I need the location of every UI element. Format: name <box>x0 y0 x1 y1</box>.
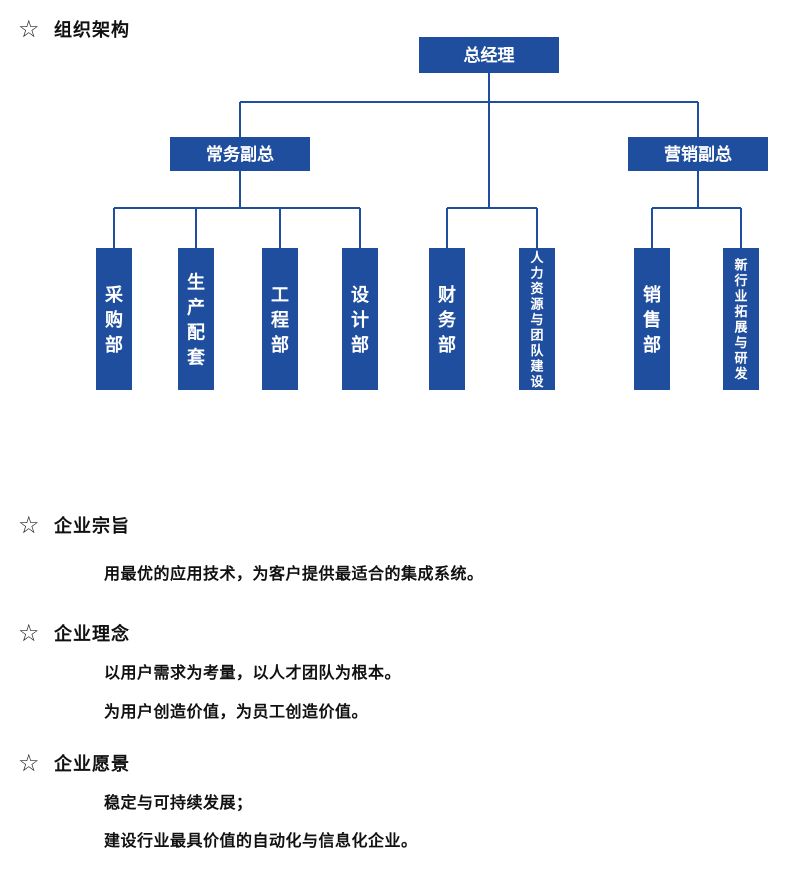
node-dept-1-label: 采购部 <box>104 285 124 356</box>
node-vp-2 <box>628 137 768 171</box>
node-root <box>419 37 559 73</box>
node-vp-2-label: 营销副总 <box>664 144 732 165</box>
star-outline-icon: ☆ <box>18 511 40 539</box>
node-root-label: 总经理 <box>464 45 515 66</box>
node-dept-8-label: 新行业拓展与研发 <box>733 258 748 383</box>
star-outline-icon: ☆ <box>18 15 40 43</box>
node-dept-6 <box>519 248 555 390</box>
node-dept-3 <box>262 248 298 390</box>
node-dept-5-label: 财务部 <box>438 284 457 356</box>
node-dept-6-label: 人力资源与团队建设 <box>530 250 544 390</box>
node-dept-7-label: 销售部 <box>643 284 661 356</box>
philosophy-line-1: 以用户需求为考量，以人才团队为根本。 <box>104 663 402 682</box>
star-outline-icon: ☆ <box>18 619 40 647</box>
vision-line-2: 建设行业最具价值的自动化与信息化企业。 <box>104 831 418 850</box>
node-dept-8 <box>723 248 759 390</box>
node-dept-2-label: 生产配套 <box>187 271 205 368</box>
section-philosophy-header: ☆ 企业理念 <box>18 620 130 646</box>
section-title-mission: 企业宗旨 <box>54 516 130 537</box>
node-dept-1 <box>96 248 132 390</box>
node-dept-5 <box>429 248 465 390</box>
node-vp-1 <box>170 137 310 171</box>
node-vp-1-label: 常务副总 <box>206 144 274 165</box>
node-dept-7 <box>634 248 670 390</box>
section-title-philosophy: 企业理念 <box>54 624 130 645</box>
section-mission-header: ☆ 企业宗旨 <box>18 512 130 538</box>
node-dept-3-label: 工程部 <box>271 285 289 356</box>
mission-line-1: 用最优的应用技术，为客户提供最适合的集成系统。 <box>104 564 484 583</box>
vision-line-1: 稳定与可持续发展； <box>104 793 253 812</box>
node-dept-4 <box>342 248 378 390</box>
section-org-header: ☆ 组织架构 <box>18 16 130 42</box>
star-outline-icon: ☆ <box>18 749 40 777</box>
section-title-vision: 企业愿景 <box>54 754 130 775</box>
section-vision-header: ☆ 企业愿景 <box>18 750 130 776</box>
node-dept-4-label: 设计部 <box>351 285 369 356</box>
philosophy-line-2: 为用户创造价值，为员工创造价值。 <box>104 702 369 721</box>
node-dept-2 <box>178 248 214 390</box>
section-title-org: 组织架构 <box>54 20 130 41</box>
